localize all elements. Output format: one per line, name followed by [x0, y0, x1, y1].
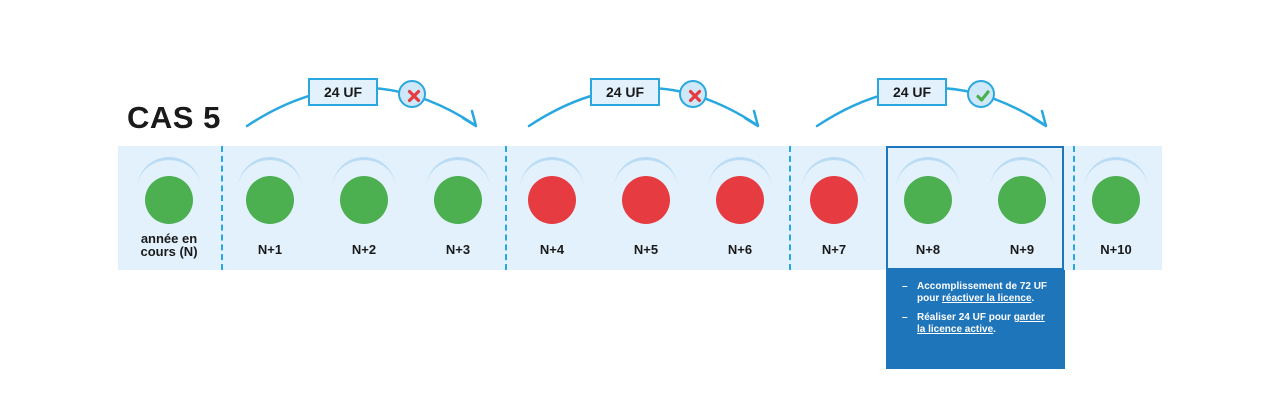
year-marker: N+8	[883, 156, 973, 266]
period-divider	[505, 146, 507, 270]
green-status-dot	[904, 176, 952, 224]
year-marker: N+7	[789, 156, 879, 266]
info-item-keep-active: – Réaliser 24 UF pour garder la licence …	[902, 312, 1055, 336]
keep-active-link[interactable]: garder la licence active	[917, 312, 1045, 335]
period-divider	[1073, 146, 1075, 270]
info-text: Réaliser 24 UF pour	[917, 312, 1014, 323]
check-icon	[976, 90, 990, 102]
year-label: N+3	[445, 242, 471, 257]
year-marker: N+6	[695, 156, 785, 266]
green-status-dot	[145, 176, 193, 224]
year-marker: N+10	[1071, 156, 1161, 266]
cross-icon	[407, 89, 421, 103]
year-marker: N+3	[413, 156, 503, 266]
year-label: N+4	[539, 242, 565, 257]
period-badge-2: 24 UF	[590, 78, 660, 106]
green-status-dot	[998, 176, 1046, 224]
period-divider	[221, 146, 223, 270]
success-status-3	[967, 80, 995, 108]
green-status-dot	[340, 176, 388, 224]
year-label: N+5	[633, 242, 659, 257]
year-marker: N+5	[601, 156, 691, 266]
year-marker: N+1	[225, 156, 315, 266]
year-label: N+8	[915, 242, 941, 257]
green-status-dot	[1092, 176, 1140, 224]
year-marker: année en cours (N)	[124, 156, 214, 266]
period-badge-3: 24 UF	[877, 78, 947, 106]
year-label: N+9	[1009, 242, 1035, 257]
year-label: N+2	[351, 242, 377, 257]
year-label: N+1	[257, 242, 283, 257]
fail-status-1	[398, 80, 426, 108]
red-status-dot	[716, 176, 764, 224]
info-text-end: .	[993, 324, 996, 335]
page-title: CAS 5	[127, 100, 221, 135]
year-label: année en cours (N)	[140, 231, 198, 259]
year-label: N+10	[1100, 242, 1132, 257]
dash: –	[902, 281, 908, 292]
cross-icon	[688, 89, 702, 103]
year-marker: N+2	[319, 156, 409, 266]
dash: –	[902, 312, 908, 323]
red-status-dot	[622, 176, 670, 224]
period-badge-1: 24 UF	[308, 78, 378, 106]
year-marker: N+4	[507, 156, 597, 266]
red-status-dot	[528, 176, 576, 224]
year-marker: N+9	[977, 156, 1067, 266]
reactivation-highlight	[886, 146, 1064, 270]
green-status-dot	[434, 176, 482, 224]
info-text: Accomplissement de 72 UF pour	[917, 281, 1048, 304]
green-status-dot	[246, 176, 294, 224]
year-label: N+7	[821, 242, 847, 257]
reactivate-link[interactable]: réactiver la licence	[942, 293, 1032, 304]
period-divider	[789, 146, 791, 270]
red-status-dot	[810, 176, 858, 224]
info-text-end: .	[1031, 293, 1035, 304]
info-item-reactivate: – Accomplissement de 72 UF pour réactive…	[902, 281, 1055, 305]
fail-status-2	[679, 80, 707, 108]
year-label: N+6	[727, 242, 753, 257]
info-box: – Accomplissement de 72 UF pour réactive…	[886, 270, 1065, 369]
